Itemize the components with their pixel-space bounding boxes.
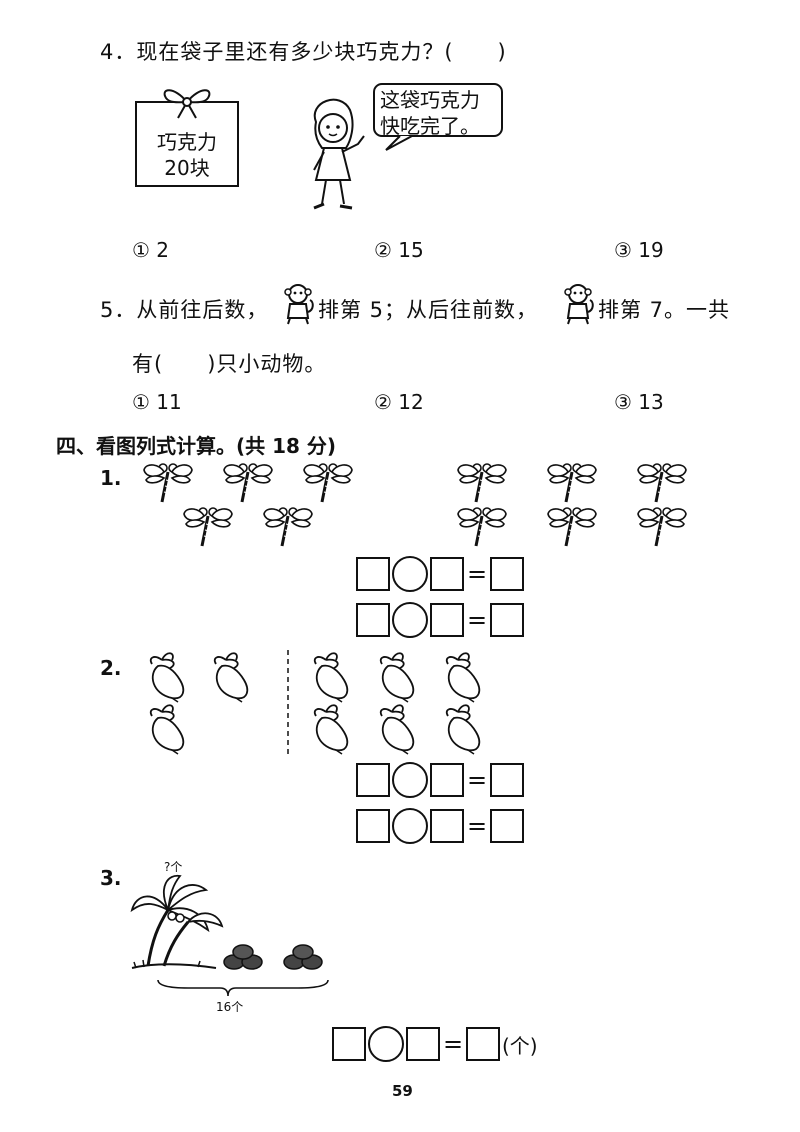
- problem-3-number: 3.: [100, 866, 122, 890]
- equation-2b[interactable]: =: [356, 808, 524, 844]
- answer-box[interactable]: [430, 557, 464, 591]
- coconut-tree-icon: [130, 875, 224, 969]
- q5-option-2[interactable]: ② 12: [374, 390, 424, 414]
- answer-box[interactable]: [430, 763, 464, 797]
- dragonfly-group: [130, 456, 710, 556]
- operator-circle[interactable]: [392, 602, 428, 638]
- page-number: 59: [392, 1082, 413, 1100]
- answer-box[interactable]: [332, 1027, 366, 1061]
- equation-1a[interactable]: =: [356, 556, 524, 592]
- operator-circle[interactable]: [392, 808, 428, 844]
- total-count-label: 16个: [216, 1000, 244, 1014]
- radish-group: [140, 646, 500, 756]
- equals-sign: =: [466, 766, 488, 794]
- equals-sign: =: [442, 1030, 464, 1058]
- q4-option-3[interactable]: ③ 19: [614, 238, 664, 262]
- operator-circle[interactable]: [368, 1026, 404, 1062]
- q4-option-1[interactable]: ① 2: [132, 238, 170, 262]
- q5-text-b: 排第 5；从后往前数，: [318, 298, 539, 322]
- girl-icon: [300, 92, 372, 216]
- answer-box[interactable]: [490, 809, 524, 843]
- gift-box-icon: [134, 84, 240, 188]
- q5-text-a: 5．从前往后数，: [100, 298, 269, 322]
- unknown-count-label: ?个: [164, 860, 183, 874]
- answer-box[interactable]: [356, 557, 390, 591]
- answer-box[interactable]: [430, 603, 464, 637]
- equation-3[interactable]: = (个): [332, 1026, 538, 1062]
- q5-option-1[interactable]: ① 11: [132, 390, 182, 414]
- q5-option-3[interactable]: ③ 13: [614, 390, 664, 414]
- q4-text: 4．现在袋子里还有多少块巧克力？( ): [100, 40, 507, 64]
- answer-box[interactable]: [466, 1027, 500, 1061]
- problem-1-number: 1.: [100, 466, 122, 490]
- answer-box[interactable]: [406, 1027, 440, 1061]
- coconut-pile-icon: [223, 944, 323, 970]
- equals-sign: =: [466, 812, 488, 840]
- answer-box[interactable]: [356, 809, 390, 843]
- speech-line-2: 快吃完了。: [380, 114, 480, 138]
- speech-line-1: 这袋巧克力: [380, 88, 480, 112]
- monkey-icon: [280, 282, 316, 326]
- answer-box[interactable]: [356, 763, 390, 797]
- operator-circle[interactable]: [392, 762, 428, 798]
- answer-box[interactable]: [430, 809, 464, 843]
- coconut-scene: [128, 870, 338, 1020]
- equation-2a[interactable]: =: [356, 762, 524, 798]
- unit-label: (个): [502, 1033, 538, 1058]
- monkey-icon: [560, 282, 596, 326]
- problem-2-number: 2.: [100, 656, 122, 680]
- q5-text-c: 排第 7。一共: [598, 298, 731, 322]
- operator-circle[interactable]: [392, 556, 428, 592]
- gift-box-label-2: 20块: [164, 156, 210, 180]
- q5-text-line2: 有( )只小动物。: [132, 352, 327, 376]
- equation-1b[interactable]: =: [356, 602, 524, 638]
- section-title: 四、看图列式计算。(共 18 分): [56, 434, 337, 458]
- answer-box[interactable]: [490, 763, 524, 797]
- gift-box-label-1: 巧克力: [157, 130, 217, 154]
- equals-sign: =: [466, 560, 488, 588]
- brace-icon: [157, 979, 329, 997]
- answer-box[interactable]: [490, 603, 524, 637]
- answer-box[interactable]: [490, 557, 524, 591]
- answer-box[interactable]: [356, 603, 390, 637]
- speech-bubble-icon: [372, 82, 504, 152]
- q4-option-2[interactable]: ② 15: [374, 238, 424, 262]
- equals-sign: =: [466, 606, 488, 634]
